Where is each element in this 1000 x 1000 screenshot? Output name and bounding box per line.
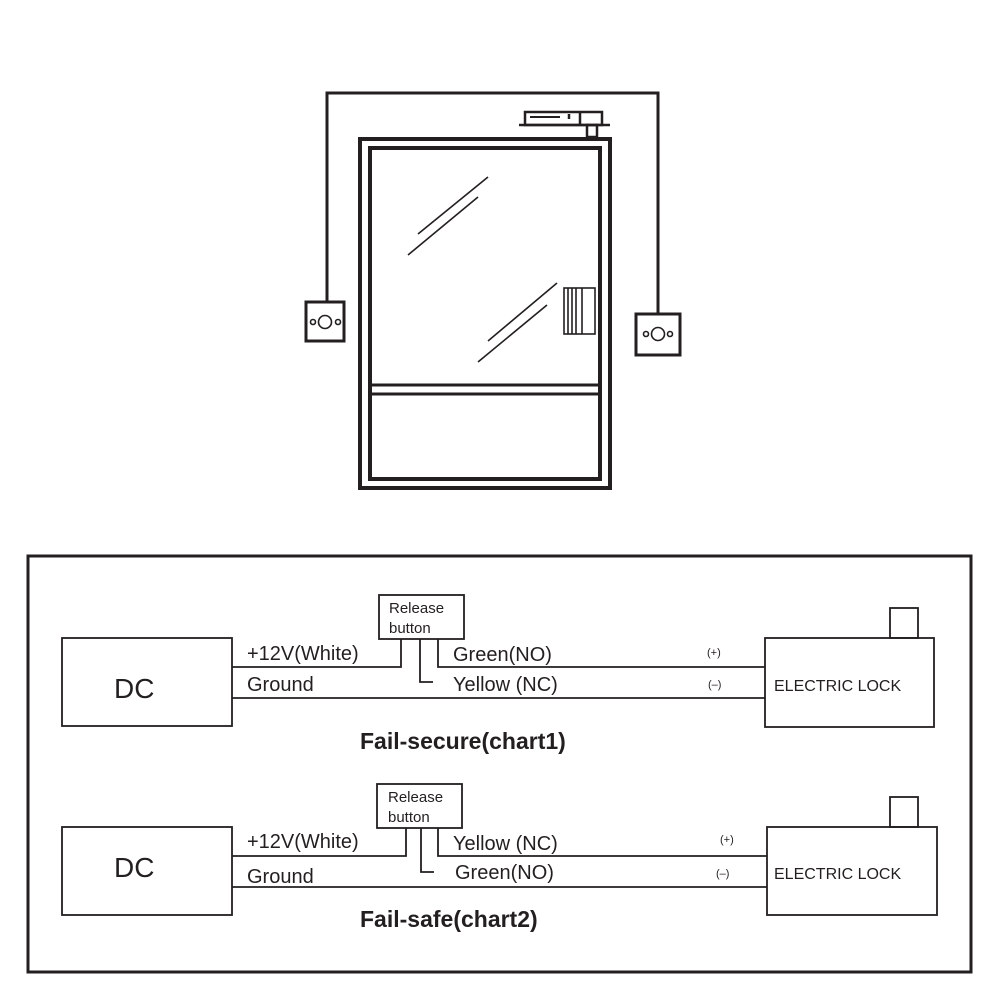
chart-fail-secure: DC +12V(White) Ground Release button Gre… xyxy=(61,594,935,754)
upper-output-label: Green(NO) xyxy=(453,644,552,666)
dc-label: DC xyxy=(114,673,154,704)
plus-terminal-label: (+) xyxy=(707,647,721,659)
electric-lock-label: ELECTRIC LOCK xyxy=(774,866,901,883)
minus-terminal-label: (–) xyxy=(716,868,729,880)
plus-12v-wire xyxy=(232,639,402,668)
door-handle-icon xyxy=(563,287,596,335)
minus-terminal-label: (–) xyxy=(708,679,721,691)
release-button-label-line2: button xyxy=(388,809,430,826)
chart-fail-safe: DC +12V(White) Ground Release button Yel… xyxy=(61,783,938,932)
release-button-box[interactable] xyxy=(378,594,465,640)
lower-output-label: Green(NO) xyxy=(455,862,554,884)
lower-output-label: Yellow (NC) xyxy=(453,674,558,696)
lower-output-stub xyxy=(419,639,433,683)
door-icon xyxy=(358,137,612,490)
electric-lock-bolt-icon xyxy=(889,607,919,639)
ground-label: Ground xyxy=(247,866,314,888)
electric-lock-bolt-icon xyxy=(889,796,919,828)
ground-label: Ground xyxy=(247,674,314,696)
electric-lock-label: ELECTRIC LOCK xyxy=(774,678,901,695)
lower-output-stub xyxy=(420,828,434,873)
release-button-label-line1: Release xyxy=(389,600,444,617)
glass-reflection-icon xyxy=(407,176,558,363)
upper-output-wire xyxy=(437,639,765,668)
door-illustration xyxy=(304,91,682,490)
door-panel xyxy=(368,146,602,481)
wire-icon xyxy=(325,91,660,314)
release-button-box[interactable] xyxy=(376,783,463,829)
access-reader-icon[interactable] xyxy=(634,312,682,357)
release-button-label-line2: button xyxy=(389,620,431,637)
electric-lock-box xyxy=(766,826,938,916)
dc-power-box xyxy=(61,637,233,727)
release-button-label-line1: Release xyxy=(388,789,443,806)
exit-button-icon[interactable] xyxy=(304,300,346,343)
plus-terminal-label: (+) xyxy=(720,834,734,846)
plus-12v-label: +12V(White) xyxy=(247,643,359,665)
plus-12v-wire xyxy=(232,828,407,857)
dc-power-box xyxy=(61,826,233,916)
wiring-panel-border xyxy=(26,554,973,974)
plus-12v-label: +12V(White) xyxy=(247,831,359,853)
upper-output-wire xyxy=(437,828,767,857)
dc-label: DC xyxy=(114,852,154,883)
chart-title: Fail-secure(chart1) xyxy=(360,728,566,754)
electric-lock-device-icon xyxy=(519,110,610,139)
electric-lock-box xyxy=(764,637,935,728)
upper-output-label: Yellow (NC) xyxy=(453,833,558,855)
chart-title: Fail-safe(chart2) xyxy=(360,906,538,932)
